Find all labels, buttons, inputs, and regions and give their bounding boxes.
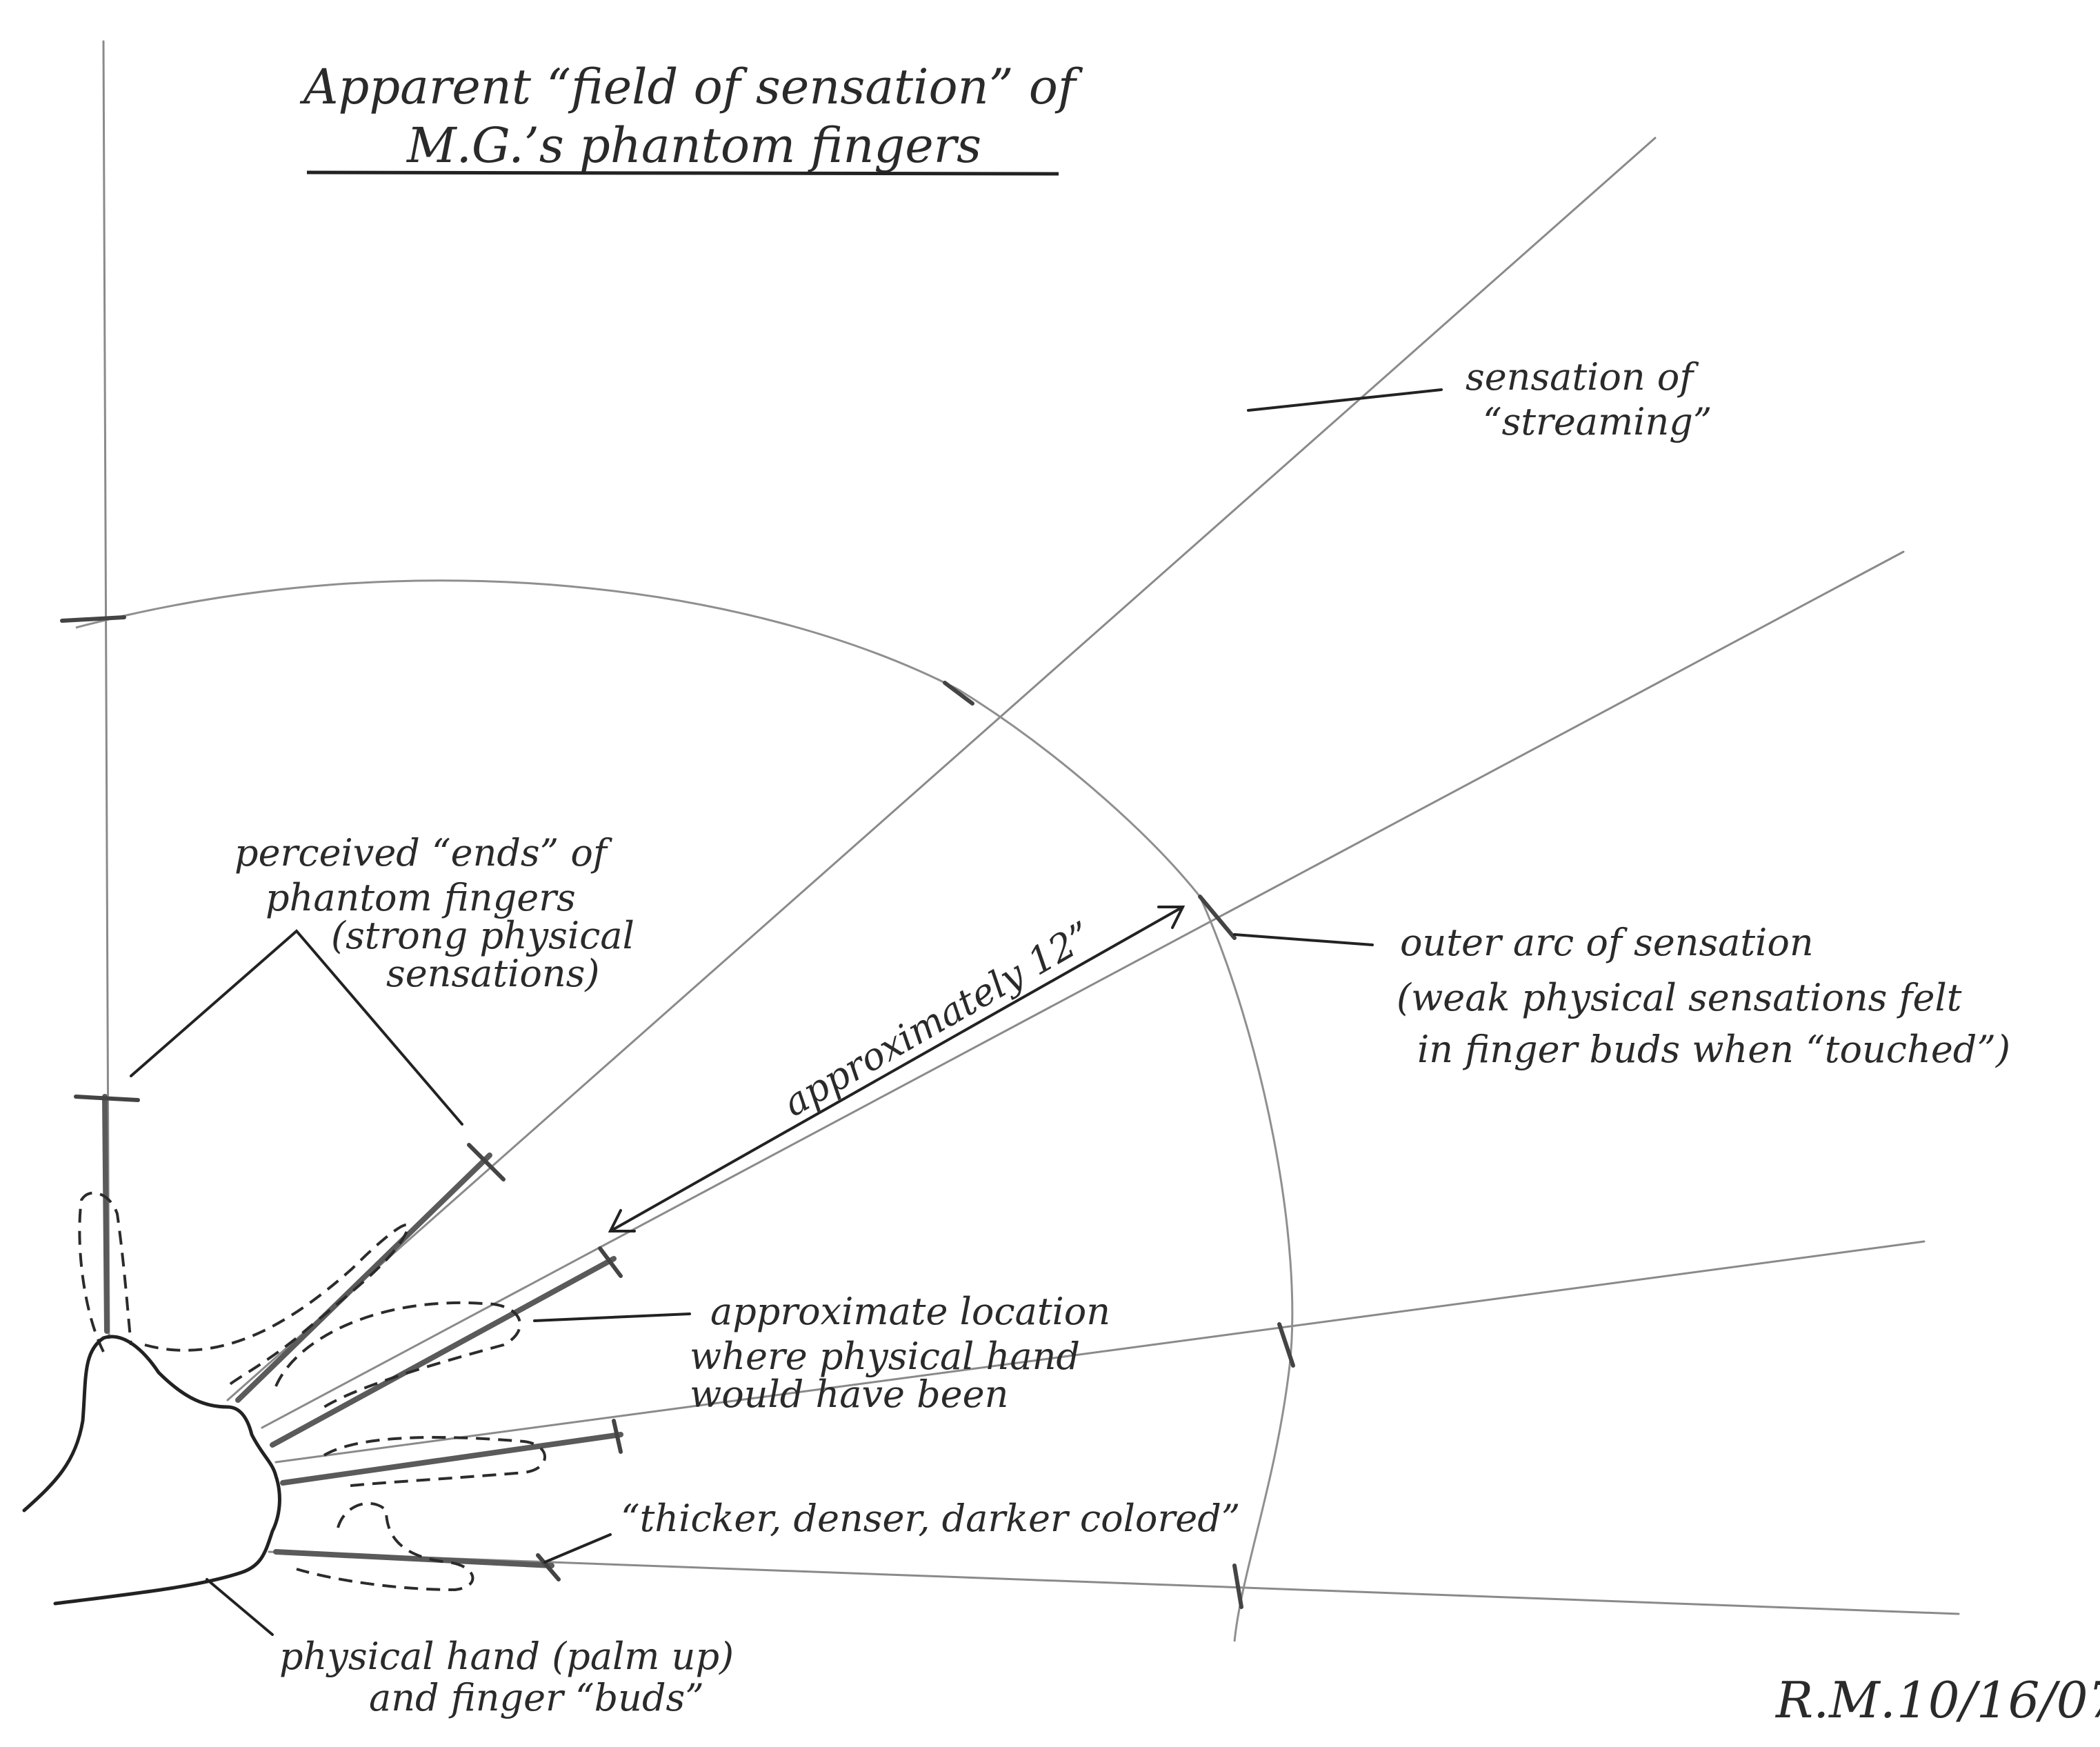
- perceived-ends-line-1: perceived “ends” of: [234, 831, 612, 875]
- ray-bottom: [268, 1550, 1960, 1615]
- leader-physical-hand: [206, 1578, 274, 1636]
- upper-arc: [75, 579, 959, 691]
- finger-ray-5: [273, 1549, 554, 1568]
- leader-lines: [130, 388, 1443, 1636]
- tick-10: [536, 1553, 561, 1581]
- finger-ray-3: [270, 1256, 617, 1448]
- ray-ticks: [60, 615, 1295, 1609]
- label-physical-hand: physical hand (palm up) and finger “buds…: [279, 1635, 734, 1719]
- measurement-label: approximately 12”: [776, 913, 1099, 1125]
- physical-hand-line-2: and finger “buds”: [369, 1676, 704, 1719]
- outer-arc-line-1: outer arc of sensation: [1400, 921, 1814, 964]
- outer-arc: [1199, 896, 1294, 1642]
- perceived-ends-line-3: (strong physical: [331, 914, 634, 957]
- ray-upper: [226, 137, 1657, 1401]
- perceived-ends-line-4: sensations): [386, 952, 599, 995]
- hand-location-line-2: where physical hand: [690, 1335, 1080, 1378]
- bud-outline-1: [78, 1191, 132, 1352]
- ray-lower: [274, 1240, 1926, 1464]
- tick-2: [60, 615, 126, 623]
- finger-ray-2: [235, 1152, 492, 1403]
- label-outer-arc: outer arc of sensation (weak physical se…: [1397, 921, 2010, 1071]
- perceived-ends-line-2: phantom fingers: [266, 876, 576, 919]
- measurement-line: [609, 906, 1184, 1232]
- bud-outline-3: [274, 1301, 521, 1408]
- outer-arc-line-2: (weak physical sensations felt: [1397, 976, 1962, 1019]
- finger-bud-outlines: [78, 1191, 546, 1591]
- tick-1: [74, 1095, 140, 1102]
- diagram-title: Apparent “field of sensation” of M.G.’s …: [299, 59, 1083, 176]
- hand-location-line-1: approximate location: [710, 1290, 1110, 1333]
- tick-8: [1277, 1322, 1295, 1368]
- hand-outline: [22, 1335, 281, 1606]
- arrowhead-lower: [608, 1209, 636, 1232]
- tick-3: [467, 1143, 506, 1181]
- leader-hand-location: [533, 1312, 691, 1322]
- label-streaming: sensation of “streaming”: [1466, 355, 1712, 443]
- finger-ray-1: [102, 1094, 110, 1334]
- ray-vertical: [102, 40, 110, 1339]
- arrowhead-upper: [1157, 906, 1186, 929]
- label-thicker: “thicker, denser, darker colored”: [621, 1497, 1240, 1540]
- leader-thicker: [543, 1533, 612, 1564]
- outer-arc-line-3: in finger buds when “touched”): [1417, 1028, 2010, 1071]
- finger-ray-4: [280, 1432, 623, 1486]
- tick-7: [1198, 895, 1237, 940]
- tick-9: [1232, 1564, 1243, 1609]
- tick-6: [943, 681, 974, 706]
- sensation-rays: [102, 40, 1960, 1615]
- title-line-1: Apparent “field of sensation” of: [299, 59, 1083, 115]
- leader-perceived-ends: [130, 929, 463, 1126]
- signature-initials: R.M.: [1774, 1671, 1896, 1729]
- label-perceived-ends: perceived “ends” of phantom fingers (str…: [234, 831, 634, 995]
- signature: R.M. 10/16/07: [1774, 1671, 2100, 1729]
- hand-location-line-3: would have been: [690, 1372, 1008, 1416]
- bud-outline-2: [144, 1224, 410, 1388]
- tick-5: [612, 1419, 623, 1454]
- thicker-label: “thicker, denser, darker colored”: [621, 1497, 1240, 1540]
- signature-date: 10/16/07: [1897, 1671, 2100, 1729]
- upper-arc-extension: [958, 688, 1201, 897]
- label-hand-location: approximate location where physical hand…: [690, 1290, 1110, 1416]
- ray-middle: [261, 550, 1905, 1429]
- title-line-2: M.G.’s phantom fingers: [406, 117, 981, 174]
- tick-4: [598, 1246, 623, 1278]
- streaming-line-2: “streaming”: [1483, 400, 1712, 443]
- measurement-arrow: approximately 12”: [608, 906, 1186, 1232]
- leader-outer-arc: [1233, 933, 1374, 946]
- physical-hand-line-1: physical hand (palm up): [279, 1635, 734, 1678]
- phantom-finger-rays: [102, 1094, 623, 1568]
- physical-hand: [22, 1335, 281, 1606]
- leader-streaming: [1247, 388, 1443, 412]
- bud-outline-4: [323, 1436, 546, 1488]
- streaming-line-1: sensation of: [1466, 355, 1699, 399]
- bud-outline-5: [296, 1501, 474, 1591]
- sensation-arcs: [75, 579, 1294, 1642]
- title-underline: [306, 170, 1059, 176]
